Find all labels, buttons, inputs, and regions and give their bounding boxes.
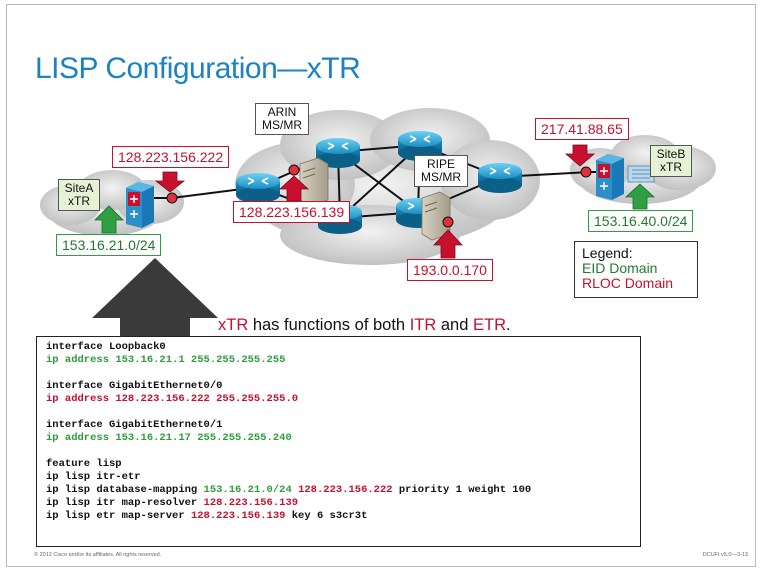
code-line: ip address 153.16.21.1 255.255.255.255 (46, 354, 631, 367)
site-a-label: SiteA xTR (58, 179, 100, 211)
code-blank-line (46, 367, 631, 380)
code-line: ip address 153.16.21.17 255.255.255.240 (46, 432, 631, 445)
code-segment: 153.16.21.17 255.255.255.240 (115, 432, 292, 444)
rloc-dot-site-a (166, 192, 178, 204)
code-line: interface Loopback0 (46, 341, 631, 354)
code-blank-line (46, 445, 631, 458)
code-segment: ip lisp etr map-server (46, 510, 191, 522)
router-core-top-right (398, 131, 442, 161)
rloc-arrow-ms (278, 175, 310, 202)
eid-label-site-b: 153.16.40.0/24 (588, 210, 694, 232)
rloc-dot-ripe (442, 216, 454, 228)
router-core-top-left (316, 138, 360, 168)
code-segment: ip address (46, 354, 116, 366)
code-segment: ip address (46, 393, 116, 405)
site-b-xtr-device (596, 154, 624, 200)
rloc-label-site-b: 217.41.88.65 (535, 118, 629, 140)
code-line: interface GigabitEthernet0/0 (46, 380, 631, 393)
arin-label: ARIN MS/MR (255, 103, 309, 135)
rloc-dot-arin (288, 164, 300, 176)
code-segment: ip lisp itr map-resolver (46, 497, 204, 509)
eid-arrow-site-a (94, 205, 124, 234)
config-pointer-arrow (92, 258, 218, 338)
eid-label-site-a: 153.16.21.0/24 (56, 234, 162, 256)
code-line: ip address 128.223.156.222 255.255.255.0 (46, 393, 631, 406)
legend: Legend: EID Domain RLOC Domain (574, 241, 698, 298)
slide-title: LISP Configuration—xTR (35, 52, 361, 85)
code-segment: interface GigabitEthernet0/1 (46, 419, 223, 431)
code-line: ip lisp itr-etr (46, 471, 631, 484)
code-segment: ip lisp itr-etr (46, 471, 141, 483)
code-line: ip lisp etr map-server 128.223.156.139 k… (46, 510, 631, 523)
legend-rloc: RLOC Domain (582, 275, 674, 291)
code-segment: 128.223.156.222 (298, 484, 393, 496)
code-segment: feature lisp (46, 458, 122, 470)
footer-slide-number: DCUFI v5.0—3-13 (702, 552, 748, 558)
footer-copyright: © 2012 Cisco and/or its affiliates. All … (34, 552, 162, 558)
code-line: interface GigabitEthernet0/1 (46, 419, 631, 432)
code-segment: ip address (46, 432, 116, 444)
router-core-left (236, 173, 280, 203)
rloc-dot-site-b (580, 166, 592, 178)
arin-map-server (299, 157, 329, 207)
router-core-right (478, 163, 522, 193)
rloc-arrow-ripe (433, 229, 463, 259)
code-segment: priority 1 weight 100 (392, 484, 532, 496)
eid-arrow-site-b (624, 183, 656, 210)
rloc-label-ms: 128.223.156.139 (233, 201, 351, 223)
legend-heading: Legend: (582, 245, 633, 261)
code-line: ip lisp database-mapping 153.16.21.0/24 … (46, 484, 631, 497)
code-segment: 128.223.156.139 (190, 510, 286, 522)
code-line: ip lisp itr map-resolver 128.223.156.139 (46, 497, 631, 510)
site-b-label: SiteB xTR (650, 145, 692, 177)
code-segment: 153.16.21.1 255.255.255.255 (115, 354, 286, 366)
site-a-xtr-device (126, 182, 154, 228)
rloc-arrow-site-a (154, 171, 186, 193)
code-segment: interface Loopback0 (46, 341, 166, 353)
code-line: feature lisp (46, 458, 631, 471)
code-segment: ip lisp database-mapping (46, 484, 204, 496)
rloc-label-site-a: 128.223.156.222 (112, 146, 230, 168)
rloc-label-ripe: 193.0.0.170 (407, 259, 493, 281)
ripe-label: RIPE MS/MR (414, 155, 468, 187)
rloc-arrow-site-b (564, 144, 596, 167)
code-segment: 128.223.156.139 (203, 497, 299, 509)
code-segment: 128.223.156.222 255.255.255.0 (115, 393, 299, 405)
code-segment: key 6 s3cr3t (285, 510, 368, 522)
code-segment: 153.16.21.0/24 (203, 484, 292, 496)
legend-eid: EID Domain (582, 260, 658, 276)
caption: xTR has functions of both ITR and ETR. (218, 316, 511, 334)
ripe-map-server (421, 191, 451, 241)
code-blank-line (46, 406, 631, 419)
code-segment: interface GigabitEthernet0/0 (46, 380, 223, 392)
